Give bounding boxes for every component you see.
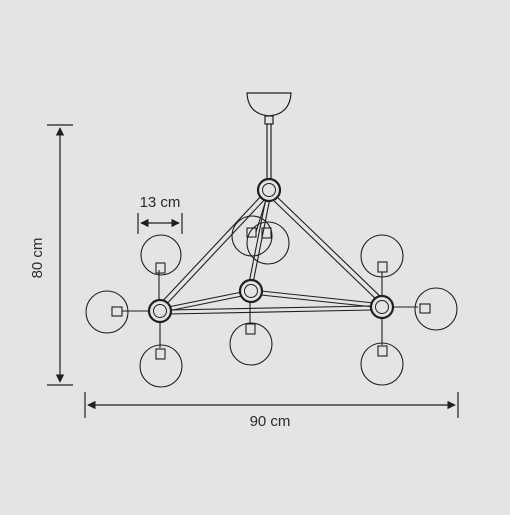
hub-right xyxy=(369,294,395,320)
shade-dimension xyxy=(137,213,183,234)
globe-left-side xyxy=(85,290,150,334)
hub-left xyxy=(147,298,173,324)
ceiling-canopy xyxy=(246,92,292,125)
hub-center xyxy=(238,278,264,304)
globes xyxy=(85,199,458,388)
globe-top-right xyxy=(246,221,290,265)
globe-right-bottom xyxy=(360,318,404,386)
height-label: 80 cm xyxy=(29,238,46,279)
width-label: 90 cm xyxy=(250,413,291,430)
hub-top xyxy=(256,177,282,203)
suspension-rod xyxy=(266,124,272,180)
width-dimension xyxy=(84,392,459,418)
globe-right-side xyxy=(392,287,458,331)
globe-center-bottom xyxy=(229,300,273,366)
globe-left-bottom xyxy=(139,322,183,388)
height-dimension xyxy=(47,124,73,386)
globe-right-top xyxy=(360,234,404,296)
frame-arms xyxy=(157,193,385,315)
hubs xyxy=(147,177,395,324)
globe-left-top xyxy=(140,234,182,300)
shade-label: 13 cm xyxy=(140,194,181,211)
